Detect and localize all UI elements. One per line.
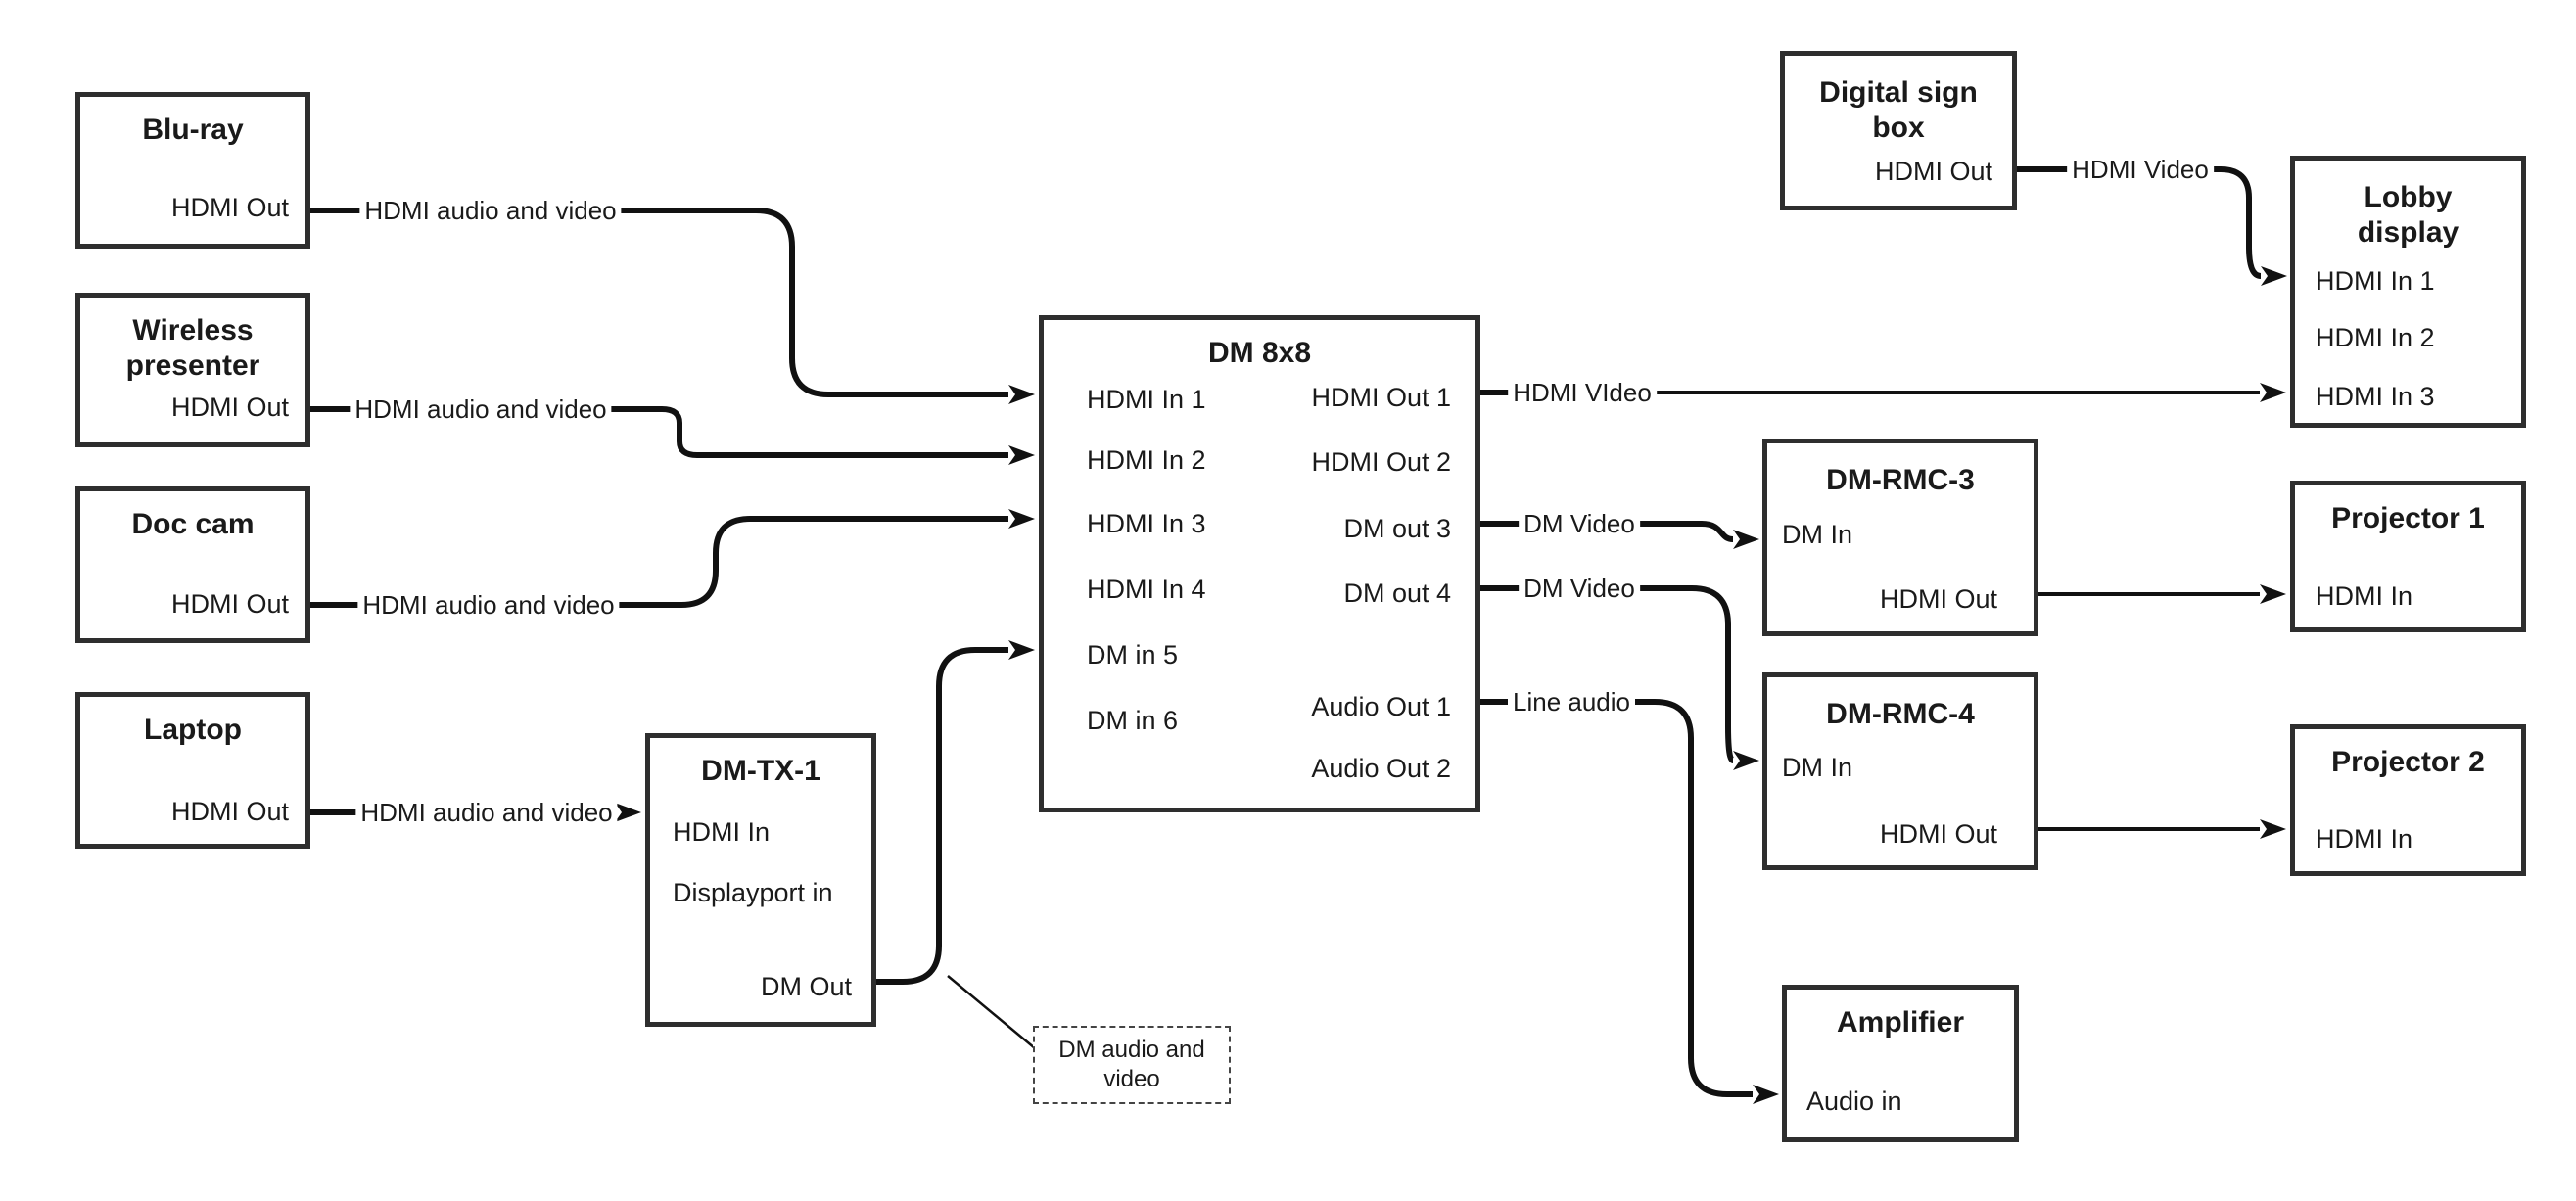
wire-audioout1-to-amp bbox=[1624, 699, 1779, 1104]
port-hdmi-in-4: HDMI In 4 bbox=[1087, 575, 1206, 604]
device-title: DM-RMC-3 bbox=[1826, 464, 1975, 496]
wire-digisign-to-lobby bbox=[2213, 166, 2287, 286]
device-title: Laptop bbox=[144, 714, 242, 746]
device-bluray: Blu-ray HDMI Out bbox=[75, 92, 310, 249]
port-dm-out-4: DM out 4 bbox=[1343, 578, 1451, 608]
device-title: DM 8x8 bbox=[1207, 337, 1312, 369]
port-hdmi-in: HDMI In bbox=[2316, 581, 2413, 611]
device-title: Digital sign box bbox=[1819, 76, 1978, 144]
port-hdmi-in-1: HDMI In 1 bbox=[1087, 385, 1206, 414]
port-dm-in: DM In bbox=[1782, 520, 1853, 549]
wire-label-line-audio: Line audio bbox=[1508, 687, 1635, 716]
wire-label-hdmi-video-digisign: HDMI Video bbox=[2067, 155, 2214, 184]
port-hdmi-out: HDMI Out bbox=[1879, 819, 1997, 849]
device-title: Blu-ray bbox=[142, 114, 244, 146]
device-dm-tx-1: DM-TX-1 HDMI In Displayport in DM Out bbox=[645, 733, 876, 1027]
port-hdmi-in-2: HDMI In 2 bbox=[2316, 323, 2435, 352]
port-hdmi-out: HDMI Out bbox=[170, 393, 289, 422]
port-dm-in-6: DM in 6 bbox=[1087, 706, 1179, 735]
device-title: Doc cam bbox=[131, 508, 255, 540]
port-hdmi-in-3: HDMI In 3 bbox=[1087, 509, 1206, 538]
device-doc-cam: Doc cam HDMI Out bbox=[75, 486, 310, 643]
device-amplifier: Amplifier Audio in bbox=[1782, 985, 2019, 1142]
device-dm-rmc-3: DM-RMC-3 DM In HDMI Out bbox=[1762, 439, 2038, 636]
port-hdmi-in-1: HDMI In 1 bbox=[2316, 266, 2435, 296]
port-hdmi-out: HDMI Out bbox=[1879, 584, 1997, 614]
device-title: DM-TX-1 bbox=[701, 755, 820, 787]
wire-bluray-to-dm8x8 bbox=[616, 208, 1035, 404]
port-hdmi-out: HDMI Out bbox=[170, 589, 289, 619]
wire-label-hdmi-video-out1: HDMI VIdeo bbox=[1508, 378, 1657, 407]
device-title: Projector 1 bbox=[2331, 502, 2485, 534]
wire-label-hdmi-av-4: HDMI audio and video bbox=[355, 798, 618, 827]
callout-leader-line bbox=[947, 975, 1036, 1049]
wire-dmout3-to-dmrmc3 bbox=[1635, 521, 1759, 549]
port-hdmi-out-1: HDMI Out 1 bbox=[1311, 383, 1451, 412]
device-projector-2: Projector 2 HDMI In bbox=[2290, 724, 2526, 876]
dm-audio-video-callout: DM audio and video bbox=[1033, 1026, 1231, 1104]
wire-dmout4-to-dmrmc4 bbox=[1635, 585, 1759, 770]
callout-text: DM audio and video bbox=[1058, 1037, 1205, 1092]
port-hdmi-out-2: HDMI Out 2 bbox=[1311, 447, 1451, 477]
wire-label-hdmi-av-3: HDMI audio and video bbox=[357, 590, 620, 620]
port-hdmi-out: HDMI Out bbox=[170, 797, 289, 826]
port-hdmi-out: HDMI Out bbox=[170, 193, 289, 222]
port-dm-out-3: DM out 3 bbox=[1343, 514, 1451, 543]
port-hdmi-in-2: HDMI In 2 bbox=[1087, 445, 1206, 475]
device-dm-rmc-4: DM-RMC-4 DM In HDMI Out bbox=[1762, 672, 2038, 870]
device-laptop: Laptop HDMI Out bbox=[75, 692, 310, 849]
device-title: Lobby display bbox=[2357, 181, 2459, 249]
wire-label-hdmi-av-2: HDMI audio and video bbox=[350, 394, 612, 424]
port-hdmi-out: HDMI Out bbox=[1874, 157, 1992, 186]
device-title: Amplifier bbox=[1836, 1006, 1965, 1039]
device-title: Projector 2 bbox=[2331, 746, 2485, 778]
port-audio-out-1: Audio Out 1 bbox=[1311, 692, 1451, 721]
port-dm-in-5: DM in 5 bbox=[1087, 640, 1179, 670]
port-audio-out-2: Audio Out 2 bbox=[1311, 754, 1451, 783]
wire-label-dm-video-1: DM Video bbox=[1519, 509, 1640, 538]
wire-wireless-to-dm8x8 bbox=[599, 406, 1035, 465]
device-title: Wireless presenter bbox=[125, 314, 260, 382]
port-audio-in: Audio in bbox=[1806, 1086, 1902, 1116]
device-lobby-display: Lobby display HDMI In 1 HDMI In 2 HDMI I… bbox=[2290, 156, 2526, 428]
device-dm-8x8: DM 8x8 HDMI In 1 HDMI In 2 HDMI In 3 HDM… bbox=[1039, 315, 1480, 812]
wire-label-hdmi-av-1: HDMI audio and video bbox=[359, 196, 622, 225]
device-wireless-presenter: Wireless presenter HDMI Out bbox=[75, 293, 310, 447]
port-dm-in: DM In bbox=[1782, 753, 1853, 782]
device-projector-1: Projector 1 HDMI In bbox=[2290, 481, 2526, 632]
port-dm-out: DM Out bbox=[760, 972, 852, 1001]
port-hdmi-in: HDMI In bbox=[673, 817, 771, 847]
port-displayport-in: Displayport in bbox=[673, 878, 833, 907]
port-hdmi-in-3: HDMI In 3 bbox=[2316, 382, 2435, 411]
wire-doccam-to-dm8x8 bbox=[613, 509, 1035, 608]
device-title: DM-RMC-4 bbox=[1826, 698, 1975, 730]
wire-label-dm-video-2: DM Video bbox=[1519, 574, 1640, 603]
wire-dmtx1-to-dm8x8 bbox=[876, 640, 1035, 985]
port-hdmi-in: HDMI In bbox=[2316, 824, 2413, 854]
device-digital-sign-box: Digital sign box HDMI Out bbox=[1780, 51, 2017, 210]
